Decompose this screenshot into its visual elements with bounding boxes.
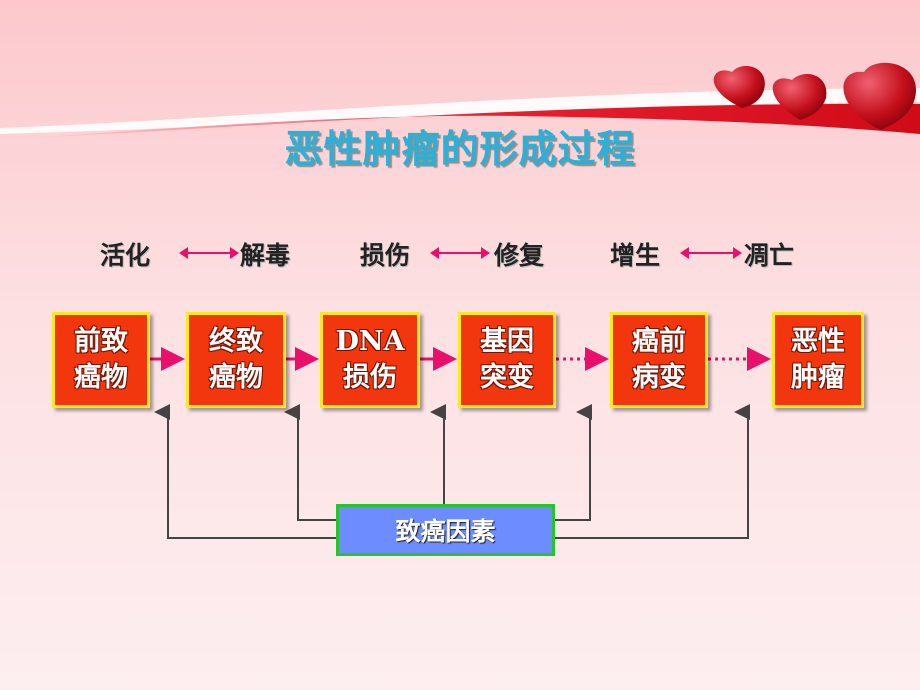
stage-precancerous-lesion: 癌前 病变 [610,312,708,408]
carcinogenic-factor-label: 致癌因素 [395,517,496,546]
double-arrow-3 [680,247,742,259]
pair-2-right: 修复 [494,241,545,270]
stage-dna-damage: DNA 损伤 [320,312,420,408]
stage-label: 前致 癌物 [74,326,128,393]
header-swoosh-red [30,103,920,138]
factor-line-2 [284,404,336,521]
stage-label: 基因 突变 [480,326,534,393]
factor-line-4 [555,404,592,521]
header-decoration [0,62,920,138]
slide-title: 恶性肿瘤的形成过程 [284,127,636,171]
stage-ultimate-carcinogen: 终致 癌物 [186,312,286,408]
double-arrow-1 [179,247,239,259]
double-arrow-2 [430,247,490,259]
header-swoosh-white [0,88,920,134]
stage-label: DNA 损伤 [335,326,405,393]
stage-label: 癌前 病变 [632,326,686,393]
stage-procarcinogen: 前致 癌物 [52,312,150,408]
pair-3-right: 凋亡 [744,241,795,270]
factor-line-1 [154,404,336,539]
pair-1-left: 活化 [100,241,151,270]
pair-2-left: 损伤 [360,241,411,270]
pair-1-right: 解毒 [240,241,291,270]
stage-gene-mutation: 基因 突变 [458,312,556,408]
stage-label: 终致 癌物 [209,326,263,393]
stage-label: 恶性 肿瘤 [791,326,845,393]
pair-3-left: 增生 [610,241,661,270]
carcinogenic-factor-box: 致癌因素 [336,504,555,556]
factor-line-5 [555,404,750,539]
heart-icon [713,62,916,130]
stage-malignant-tumor: 恶性 肿瘤 [772,312,864,408]
